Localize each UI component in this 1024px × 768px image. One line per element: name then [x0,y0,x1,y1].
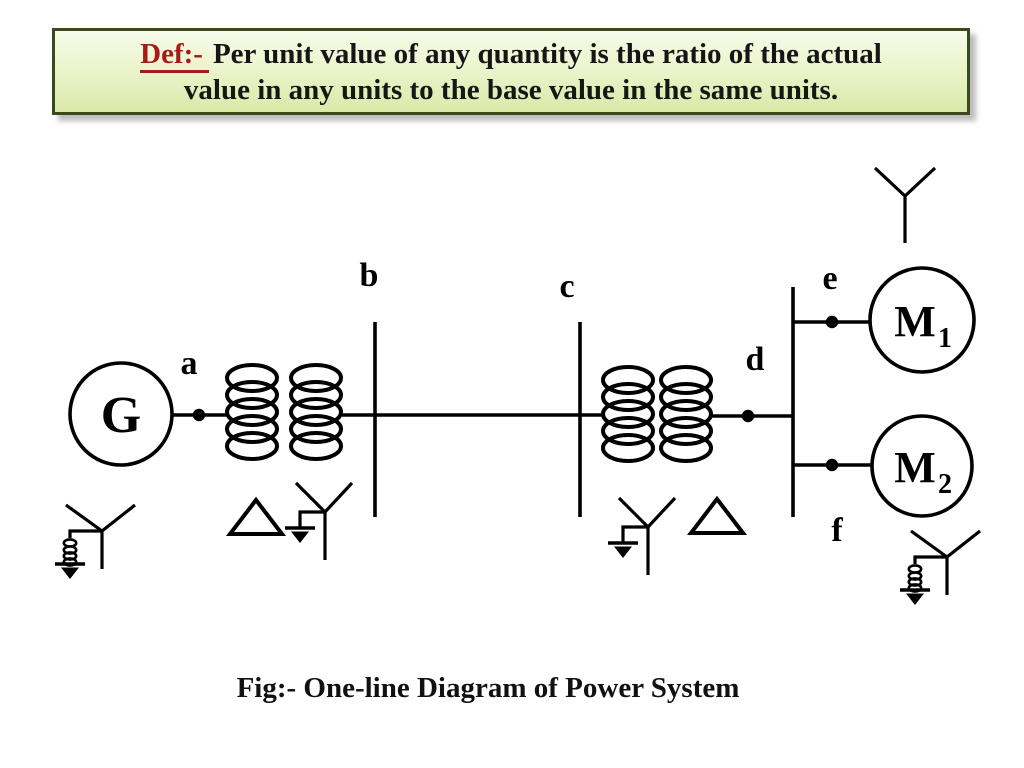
label-node-d: d [746,341,765,378]
node-d-dot [741,409,755,423]
junction-dots [192,315,839,472]
generator-wye-grounded-impedance-icon [55,505,135,579]
motor2-subscript: 2 [938,469,952,500]
m2-branch-dot [825,458,839,472]
definition-box: Def:-Per unit value of any quantity is t… [52,28,970,115]
definition-line-1: Def:-Per unit value of any quantity is t… [140,36,882,73]
transformer2-icon [601,365,713,463]
m1-wye-icon [873,166,937,245]
buses [373,287,795,517]
definition-line-2: value in any units to the base value in … [183,73,839,106]
t1-delta-icon [228,498,284,536]
motor1-circle [868,266,976,374]
transformer2-primary-coil-icon [601,365,655,463]
t2-wye-grounded-icon [608,498,675,575]
motor2-circle [870,414,974,518]
t1-wye-grounded-icon [285,483,352,560]
label-node-c: c [559,268,574,305]
motor1-label: M [894,297,936,346]
transformer1-secondary-coil-icon [289,363,343,461]
transformer2-secondary-coil-icon [659,365,713,463]
node-a-dot [192,408,206,422]
label-node-b: b [360,257,379,294]
label-node-a: a [181,345,198,382]
generator-circle [68,361,174,467]
transformer1-primary-coil-icon [225,363,279,461]
transformer1-icon [225,363,343,461]
label-node-f: f [831,512,843,549]
label-node-e: e [822,260,837,297]
generator-label: G [101,387,141,444]
definition-term: Def:- [140,37,209,73]
figure-caption: Fig:- One-line Diagram of Power System [236,672,740,704]
t2-delta-icon [689,497,745,535]
motor2-label: M [894,443,936,492]
m1-branch-dot [825,315,839,329]
definition-line1-text: Per unit value of any quantity is the ra… [212,37,882,70]
motor1-subscript: 1 [938,323,952,354]
m2-wye-grounded-impedance-icon [900,531,980,605]
